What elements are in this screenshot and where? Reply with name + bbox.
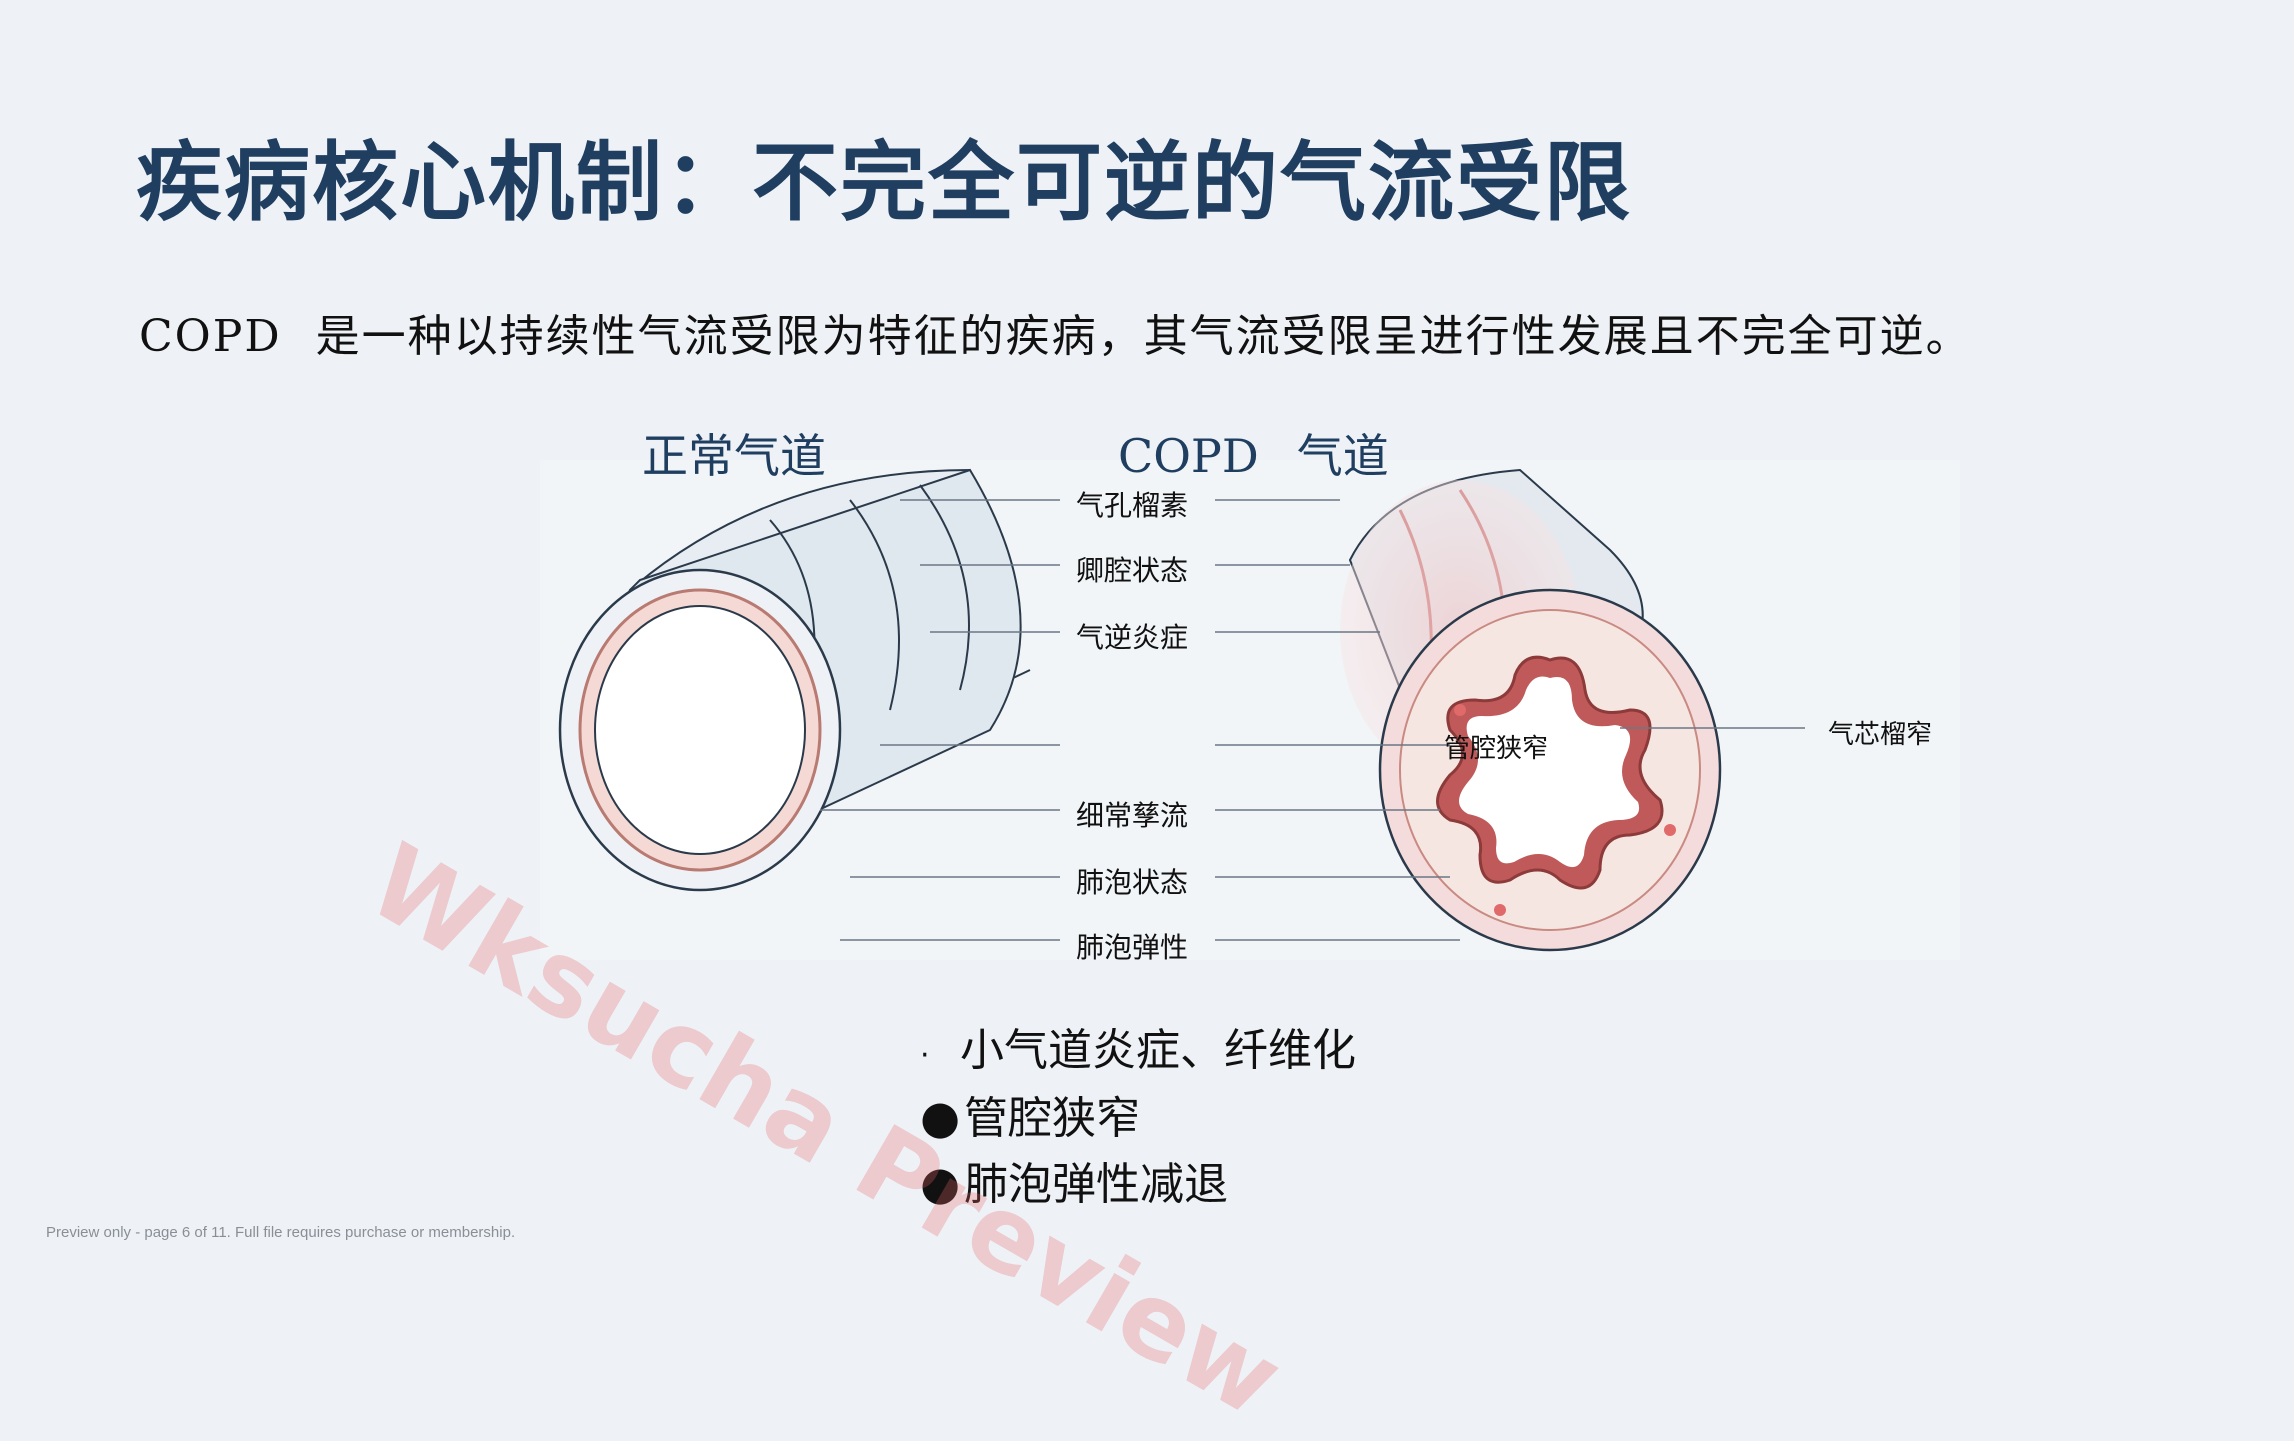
bullet-item: ●管腔狭窄 [920, 1084, 1356, 1150]
callout-5: 肺泡状态 [1076, 866, 1189, 899]
lead-latin: COPD [139, 311, 282, 362]
lead-paragraph: COPD 是一种以持续性气流受限为特征的疾病，其气流受限呈进行性发展且不完全可逆。 [139, 300, 1972, 364]
label-lumen-narrowing: 管腔狭窄 [1444, 734, 1549, 764]
slide-title: 疾病核心机制：不完全可逆的气流受限 [136, 133, 1632, 233]
copd-narrow-lumen [1459, 676, 1640, 868]
slide: 疾病核心机制：不完全可逆的气流受限 COPD 是一种以持续性气流受限为特征的疾病，… [46, 133, 1972, 1441]
normal-airway-heading: 正常气道 [642, 429, 826, 483]
normal-ring-3 [919, 484, 970, 691]
label-right: 气芯榴窄 [1828, 720, 1933, 750]
bullet-marker: ● [920, 1156, 961, 1210]
preview-footer: Preview only - page 6 of 11. Full file r… [46, 1224, 516, 1241]
airway-diagram [540, 460, 1960, 960]
callout-lines [820, 499, 1805, 941]
callout-4: 细常孳流 [1076, 799, 1189, 832]
bullet-text: 管腔狭窄 [964, 1093, 1140, 1144]
lead-text: 是一种以持续性气流受限为特征的疾病，其气流受限呈进行性发展且不完全可逆。 [315, 311, 1972, 362]
copd-spot-2 [1664, 824, 1676, 836]
copd-airway-heading: COPD 气道 [1118, 420, 1389, 486]
normal-lumen [594, 605, 806, 855]
copd-spot-3 [1494, 904, 1506, 916]
copd-spot-1 [1454, 704, 1466, 716]
normal-airway [558, 468, 1031, 892]
copd-airway [1340, 468, 1722, 952]
bullet-text: 小气道炎症、纤维化 [960, 1025, 1356, 1076]
bullet-item: · 小气道炎症、纤维化 [920, 1018, 1356, 1084]
bullet-text: 肺泡弹性减退 [964, 1159, 1228, 1210]
callout-2: 卿腔状态 [1076, 554, 1189, 587]
callout-1: 气孔榴素 [1076, 489, 1189, 522]
bullet-marker: · [920, 1038, 930, 1073]
bullet-list: · 小气道炎症、纤维化 ●管腔狭窄 ●肺泡弹性减退 [920, 1018, 1356, 1216]
bullet-item: ●肺泡弹性减退 [920, 1150, 1356, 1216]
callout-3: 气逆炎症 [1076, 621, 1189, 654]
copd-heading-latin: COPD [1118, 429, 1259, 483]
copd-heading-text: 气道 [1296, 429, 1389, 483]
normal-ring-2 [849, 499, 900, 711]
bullet-marker: ● [920, 1090, 961, 1144]
callout-6: 肺泡弹性 [1076, 931, 1189, 964]
